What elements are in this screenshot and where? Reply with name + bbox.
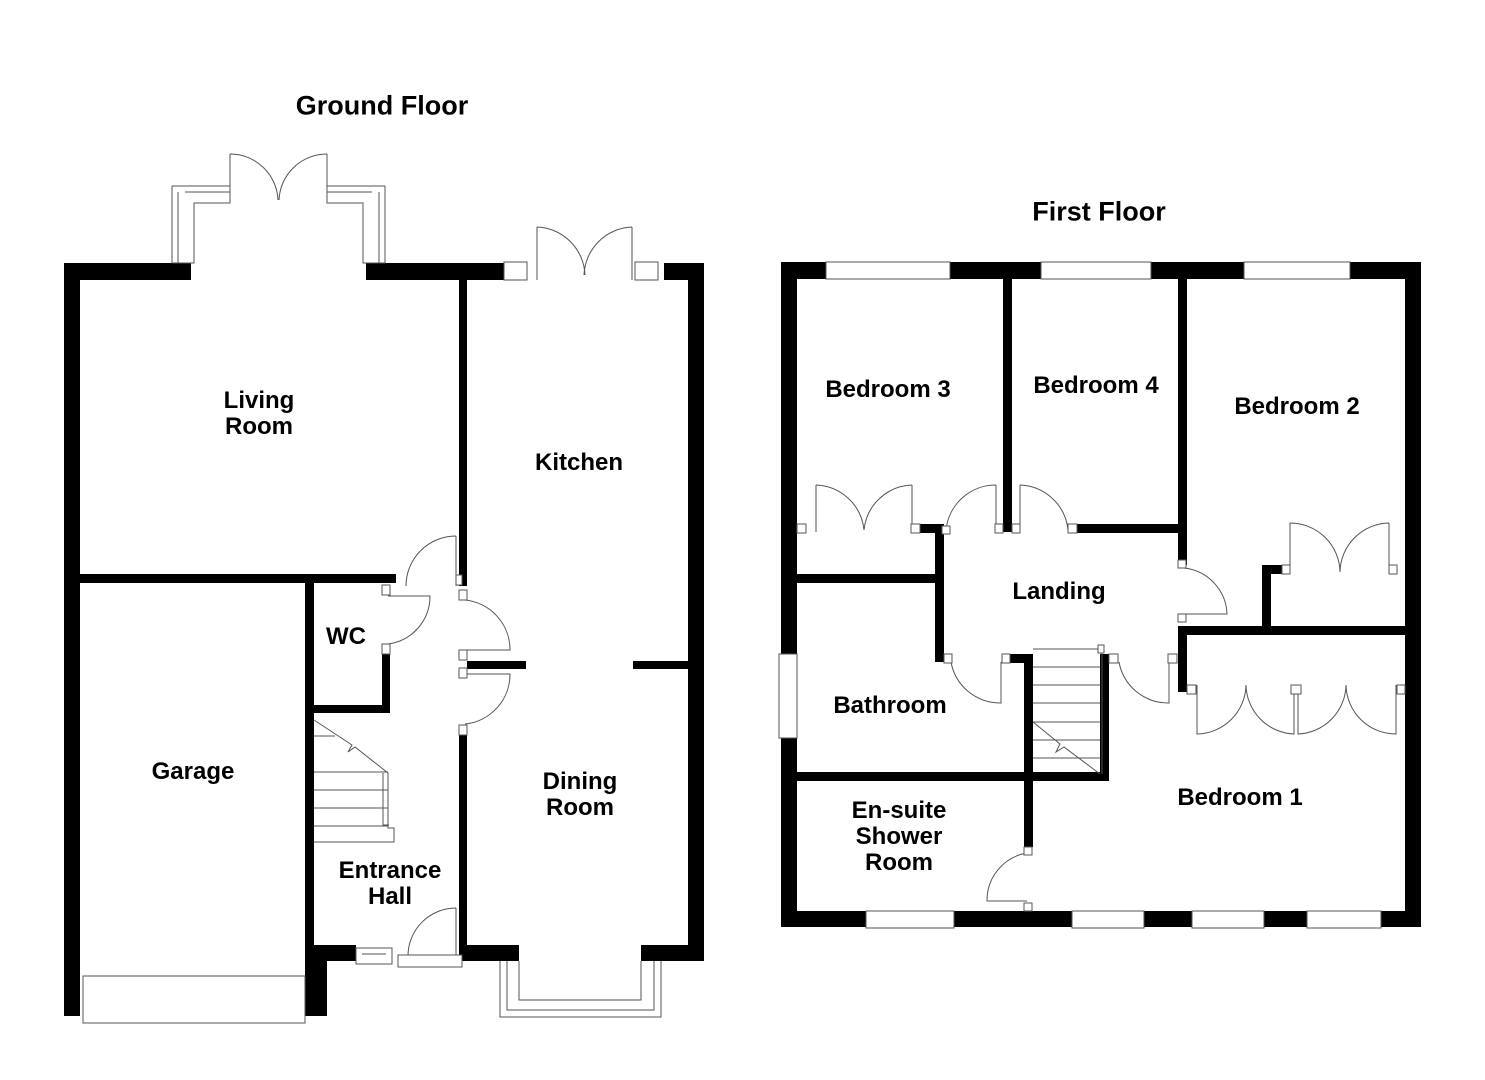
ground-floor-plan <box>64 153 704 1024</box>
room-label-garage: Garage <box>151 758 235 785</box>
room-label-dining-room: Dining Room <box>542 768 618 821</box>
room-label-kitchen: Kitchen <box>534 449 624 476</box>
room-label-wc: WC <box>326 623 366 650</box>
room-label-ensuite: En-suite Shower Room <box>851 797 947 876</box>
room-label-bathroom: Bathroom <box>833 692 947 719</box>
room-label-living-room: Living Room <box>223 387 295 440</box>
first-floor-title: First Floor <box>1032 196 1166 227</box>
room-label-bedroom-2: Bedroom 2 <box>1234 393 1360 420</box>
ground-floor-title: Ground Floor <box>295 90 469 121</box>
room-label-bedroom-4: Bedroom 4 <box>1033 372 1159 399</box>
room-label-bedroom-1: Bedroom 1 <box>1177 784 1303 811</box>
first-floor-plan <box>778 261 1421 929</box>
room-label-entrance-hall: Entrance Hall <box>338 857 442 910</box>
room-label-bedroom-3: Bedroom 3 <box>825 376 951 403</box>
room-label-landing: Landing <box>1012 578 1106 605</box>
